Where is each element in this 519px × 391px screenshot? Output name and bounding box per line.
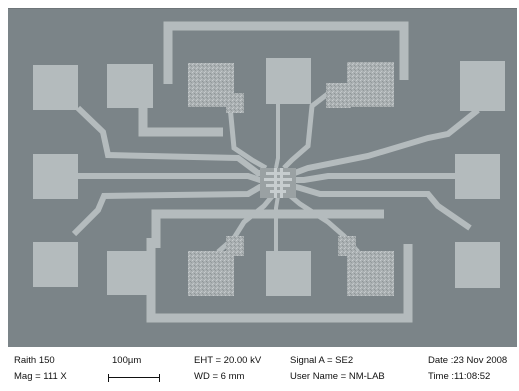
pad-lower-mid-left <box>188 251 234 296</box>
pad-left-1 <box>33 65 78 110</box>
user-label: User Name = NM-LAB <box>290 371 385 382</box>
scale-bar <box>108 374 160 382</box>
pad-left-2 <box>33 154 78 199</box>
wd-label: WD = 6 mm <box>194 371 245 382</box>
pad-right-1 <box>460 61 505 111</box>
instrument-label: Raith 150 <box>14 355 55 366</box>
magnification-label: Mag = 111 X <box>14 371 67 382</box>
pad-upper-mid-right <box>347 62 394 107</box>
sem-micrograph <box>8 8 517 347</box>
scale-label: 100µm <box>112 355 142 366</box>
rough-pads <box>188 62 394 296</box>
pad-bottom-left <box>107 251 153 295</box>
pad-upper-left <box>107 64 153 108</box>
pad-bottom-center <box>266 251 311 296</box>
center-structure <box>260 168 296 198</box>
eht-label: EHT = 20.00 kV <box>194 355 262 366</box>
time-label: Time :11:08:52 <box>428 371 491 382</box>
pad-lower-mid-right <box>347 251 394 296</box>
pad-top-center <box>266 58 311 104</box>
pad-left-3 <box>33 242 78 287</box>
info-bar: Raith 150 Mag = 111 X 100µm EHT = 20.00 … <box>8 350 517 388</box>
date-label: Date :23 Nov 2008 <box>428 355 508 366</box>
smooth-pads <box>33 58 505 296</box>
signal-label: Signal A = SE2 <box>290 355 354 366</box>
pad-right-3 <box>455 242 500 288</box>
pad-right-2 <box>455 154 500 199</box>
